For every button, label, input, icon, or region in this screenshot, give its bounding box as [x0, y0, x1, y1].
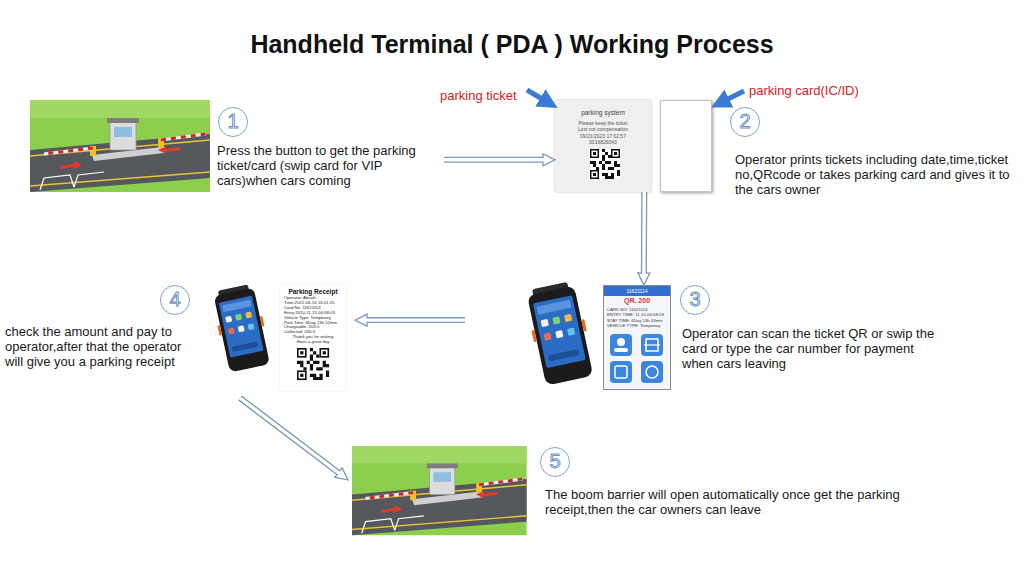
step-box: 5The boom barrier will open automaticall… — [348, 443, 948, 540]
pda-device — [523, 280, 596, 386]
ticket-text: Please keep the ticket — [555, 120, 651, 126]
step-box: 1Press the button to get the parking tic… — [28, 97, 444, 195]
parking-ticket: parking ticketparking systemPlease keep … — [555, 100, 651, 192]
ticket-text: Lost not compensation — [555, 126, 651, 132]
parking-receipt: Parking ReceiptOperator: AbuahTime:2022-… — [280, 285, 346, 391]
screen-text: ENTRY TIME: 11-15 04:08:03 — [607, 312, 664, 317]
icon-glyph — [646, 366, 658, 378]
step-box: 3Operator can scan the ticket QR or swip… — [465, 280, 943, 398]
step-number: 5 — [540, 447, 570, 477]
ticket-text: 09/21/2023 17:02:57 — [555, 133, 651, 139]
step-description: check the amount and pay to operator,aft… — [5, 324, 185, 369]
flow-arrow-inner — [642, 192, 646, 275]
step-number: 2 — [730, 107, 760, 137]
callout-label: parking ticket — [440, 88, 517, 103]
flow-arrow-group — [643, 192, 644, 275]
flow-arrow-group — [444, 159, 545, 160]
pointer-arrow — [527, 90, 549, 103]
flow-arrow-inner — [240, 398, 340, 474]
receipt-qr-code — [297, 348, 329, 380]
parking-entrance-illustration — [30, 100, 210, 192]
step-description: Press the button to get the parking tick… — [217, 143, 442, 188]
screen-icon — [641, 334, 663, 356]
icon-glyph — [644, 344, 660, 345]
pointer-arrow — [720, 91, 744, 103]
step-description: The boom barrier will open automatically… — [545, 487, 945, 517]
step-number: 4 — [160, 285, 190, 315]
flow-arrow — [240, 398, 340, 474]
flow-arrow-group — [240, 398, 340, 474]
screen-text: CARD NO: 11621114 — [607, 307, 647, 312]
pda-screen: 11621114QR. 200CARD NO: 11621114ENTRY TI… — [603, 285, 671, 390]
screen-text: STAY TIME: 6Day 13h 43min — [607, 318, 663, 323]
step-description: Operator can scan the ticket QR or swip … — [682, 326, 940, 371]
step-description: Operator prints tickets including date,t… — [735, 152, 1018, 197]
flow-arrow-inner — [365, 318, 465, 321]
step-box: 2Operator prints tickets including date,… — [728, 107, 1018, 205]
flow-arrow — [641, 192, 647, 275]
icon-glyph — [614, 348, 628, 352]
screen-icon — [610, 361, 632, 383]
screen-text: VEHICLE TYPE: Temporary — [607, 323, 660, 328]
screen-amount: QR. 200 — [604, 297, 670, 304]
flow-arrow-group — [365, 320, 465, 321]
screen-icon — [610, 334, 632, 356]
icon-glyph — [617, 338, 625, 346]
flow-arrow — [365, 317, 465, 323]
screen-text: 11621114 — [604, 286, 670, 296]
step-box: 4 check the amount and pay to operator,af… — [0, 280, 355, 398]
flow-arrow — [444, 157, 545, 163]
icon-glyph — [646, 339, 658, 351]
flow-arrow-inner — [444, 158, 545, 161]
receipt-text: Have a great day — [280, 340, 346, 345]
parking-card: parking card(IC/ID) — [660, 100, 712, 192]
step-number: 3 — [680, 285, 710, 315]
screen-icon — [641, 361, 663, 383]
icon-glyph — [615, 366, 627, 378]
parking-exit-illustration — [352, 446, 527, 535]
callout-label: parking card(IC/ID) — [749, 83, 859, 98]
ticket-text: 0016826043 — [555, 139, 651, 145]
receipt-title: Parking Receipt — [280, 288, 346, 295]
step-number: 1 — [218, 107, 248, 137]
pda-device — [210, 283, 272, 373]
ticket-text: parking system — [555, 109, 651, 116]
ticket-qr-code — [590, 149, 620, 179]
diagram-title: Handheld Terminal ( PDA ) Working Proces… — [0, 30, 1024, 59]
